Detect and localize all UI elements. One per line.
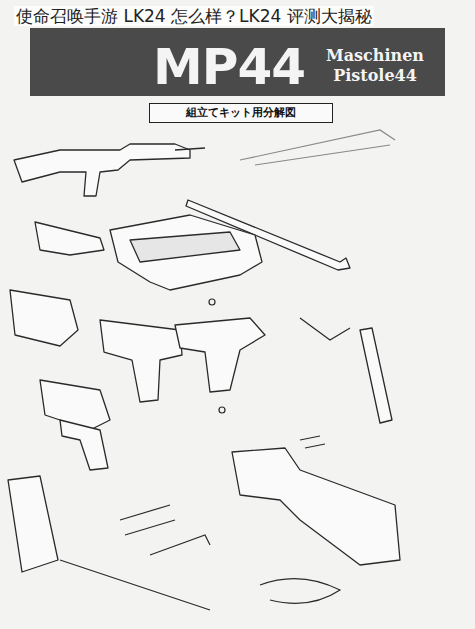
lower-left-part [10,290,78,346]
sling-swivel [260,579,340,604]
page-title: 使命召唤手游 LK24 怎么样？LK24 评测大揭秘 [0,0,475,33]
trigger-group [175,318,265,392]
screw [219,407,225,413]
handguard [35,222,104,255]
hex-key [150,535,210,555]
grip-frame [100,320,182,402]
cleaning-rod [60,560,210,610]
receiver-slot [130,232,240,262]
trigger-housing [40,380,110,430]
banner-ground [30,28,445,96]
title-text: 使命召唤手游 LK24 怎么样？LK24 评测大揭秘 [14,6,374,26]
heading-box: 組立てキット用分解図 [149,103,333,123]
assembled-rifle [14,144,190,196]
title-band: MP44Maschinen Pistole44 [30,30,445,96]
sheet-heading: 組立てキット用分解図 [156,106,326,120]
model-subtitle: Maschinen Pistole44 [311,46,439,86]
small-pins [300,436,325,448]
model-name: MP44 [153,42,305,92]
rifle-barrel [175,148,205,150]
stock [232,448,400,565]
pins [120,505,175,535]
spring-tube [360,328,392,423]
note-lines [240,130,395,165]
screw [209,299,215,305]
upper-receiver [110,215,262,290]
magazine [8,476,58,572]
spring-wire [300,318,350,340]
pistol-grip [60,420,108,470]
